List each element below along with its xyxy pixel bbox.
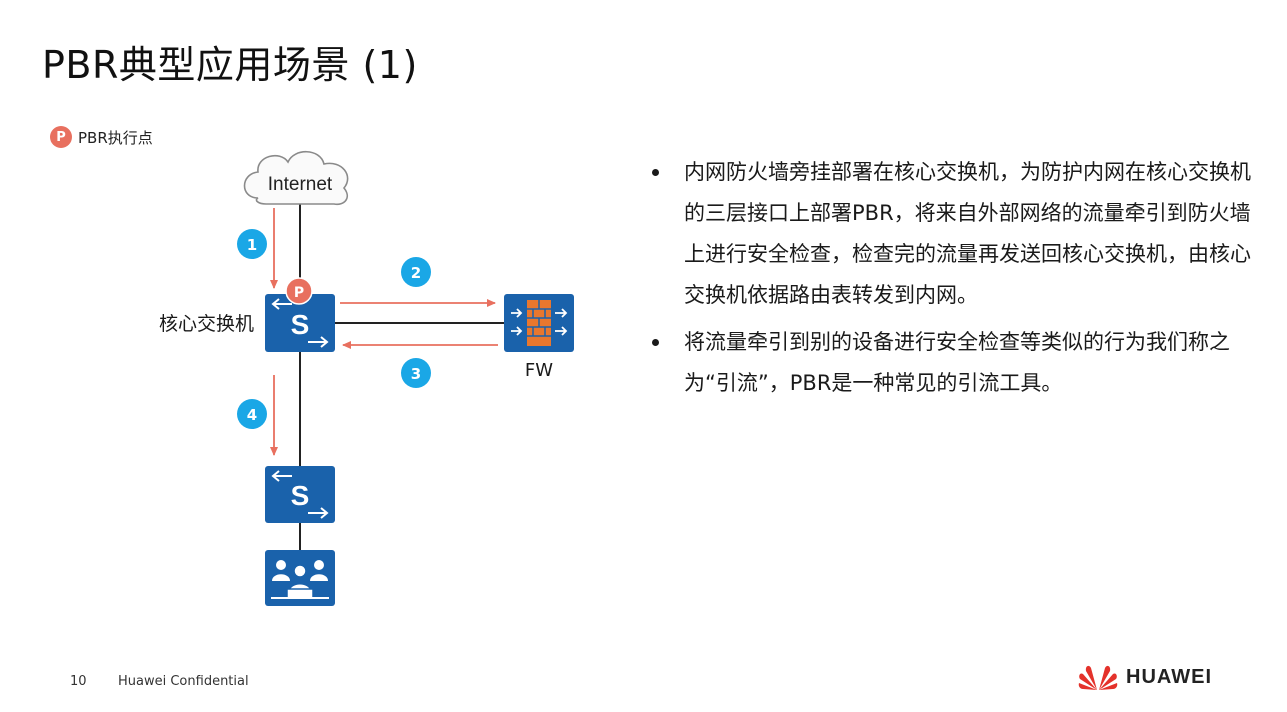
huawei-logo-icon — [1078, 665, 1118, 690]
firewall-icon — [504, 294, 574, 352]
brand-text: HUAWEI — [1126, 665, 1212, 688]
fw-label: FW — [525, 360, 553, 381]
core-switch-label: 核心交换机 — [159, 313, 254, 335]
bullet-item-2: 将流量牵引到别的设备进行安全检查等类似的行为我们称之为“引流”，PBR是一种常见… — [648, 322, 1268, 404]
svg-text:1: 1 — [247, 236, 257, 254]
legend: P PBR执行点 — [50, 126, 153, 148]
core-switch-icon: S — [265, 294, 335, 352]
page-number: 10 — [70, 674, 87, 689]
bullet-text-2: 将流量牵引到别的设备进行安全检查等类似的行为我们称之为“引流”，PBR是一种常见… — [684, 330, 1230, 395]
svg-text:S: S — [291, 480, 310, 511]
bullet-text-1: 内网防火墙旁挂部署在核心交换机，为防护内网在核心交换机的三层接口上部署PBR，将… — [684, 160, 1251, 307]
page-title: PBR典型应用场景 (1) — [42, 43, 418, 87]
pbr-point-icon: P — [50, 126, 72, 148]
bullet-list: 内网防火墙旁挂部署在核心交换机，为防护内网在核心交换机的三层接口上部署PBR，将… — [648, 152, 1268, 410]
bullet-dot — [652, 169, 659, 176]
svg-text:4: 4 — [247, 406, 257, 424]
step-badge-4: 4 — [237, 399, 267, 429]
svg-text:2: 2 — [411, 264, 421, 282]
users-icon — [265, 550, 335, 606]
confidential-label: Huawei Confidential — [118, 674, 249, 689]
svg-text:3: 3 — [411, 365, 421, 383]
internet-label: Internet — [268, 174, 333, 195]
step-badge-3: 3 — [401, 358, 431, 388]
step-badge-1: 1 — [237, 229, 267, 259]
step-badge-2: 2 — [401, 257, 431, 287]
huawei-brand: HUAWEI — [1078, 662, 1212, 692]
network-diagram: Internet 1 2 3 4 核心交换机 S P — [159, 150, 574, 606]
pbr-point-badge: P — [285, 277, 313, 305]
access-switch-icon: S — [265, 466, 335, 523]
bullet-dot — [652, 339, 659, 346]
svg-text:S: S — [291, 309, 310, 340]
svg-text:P: P — [294, 285, 304, 301]
cloud-icon: Internet — [243, 150, 349, 206]
legend-label: PBR执行点 — [78, 128, 153, 147]
bullet-item-1: 内网防火墙旁挂部署在核心交换机，为防护内网在核心交换机的三层接口上部署PBR，将… — [648, 152, 1268, 316]
